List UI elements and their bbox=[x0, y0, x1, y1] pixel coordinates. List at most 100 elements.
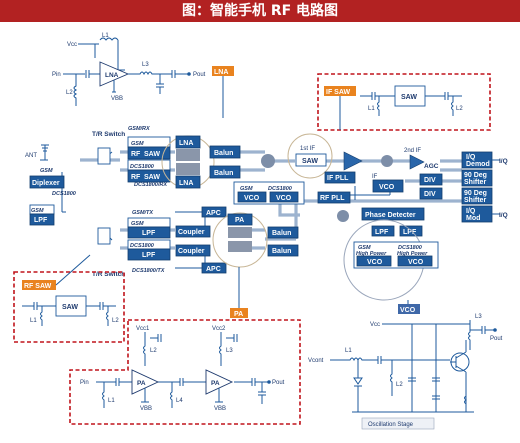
lna-vcc-label: Vcc bbox=[67, 42, 77, 48]
balun-rx-1 bbox=[209, 145, 241, 159]
iq-mod-label-1: I/Q bbox=[466, 208, 476, 215]
first-if-label: 1st IF bbox=[300, 146, 315, 152]
vco-tag-label: VCO bbox=[400, 307, 416, 314]
balun-tx-2 bbox=[267, 244, 299, 257]
diagram-title: 图：智能手机 RF 电路图 bbox=[181, 3, 339, 19]
tr-switch-wires bbox=[101, 151, 113, 241]
pa-shunt-coils bbox=[102, 382, 173, 408]
vco-dcs-small: DCS1800 bbox=[268, 186, 292, 192]
rf-saw-l1: L1 bbox=[30, 318, 37, 324]
coupler-1-label: Coupler bbox=[178, 229, 205, 236]
vco-gsm-block bbox=[237, 191, 267, 203]
pa-pin-label: Pin bbox=[80, 380, 89, 386]
rf-saw-highlight bbox=[13, 271, 125, 343]
hp-vco-dcs: DCS1800 bbox=[398, 245, 422, 251]
rf-saw-component bbox=[55, 295, 87, 317]
pa-detail: Vcc1 Vcc2 L2 L3 Pin PA PA L1 L4 VBB VBB … bbox=[80, 326, 285, 412]
balun-tx-2-label: Balun bbox=[272, 248, 291, 255]
lna-vbb-wire bbox=[112, 80, 116, 93]
lpf-right-1 bbox=[371, 225, 395, 237]
tx-lpf-gsm-label: LPF bbox=[142, 230, 156, 237]
rf-saw-tag-label: RF SAW bbox=[24, 283, 52, 290]
pa-pout-label: Pout bbox=[272, 380, 285, 386]
tx-gsm-small: GSM bbox=[131, 221, 144, 227]
osc-pout-node bbox=[493, 328, 497, 332]
agc-amplifier bbox=[409, 154, 425, 170]
pa-supply-caps bbox=[150, 334, 238, 342]
rx-chain-bus bbox=[235, 150, 462, 172]
hp-vco-gsm-block bbox=[356, 255, 392, 267]
div-bus bbox=[405, 168, 462, 183]
tr-switch-bottom[interactable] bbox=[97, 227, 111, 245]
osc-pout-label: Pout bbox=[490, 336, 503, 342]
pa-out-shunt bbox=[258, 382, 266, 404]
vco-if-label: IF bbox=[372, 174, 378, 180]
diplexer-block bbox=[29, 175, 65, 189]
lpf-right-1-label: LPF bbox=[375, 229, 389, 236]
rx-saw-gsm bbox=[127, 146, 171, 160]
antenna-wire bbox=[40, 144, 49, 161]
vco-tag bbox=[398, 304, 420, 314]
if-saw-l2: L2 bbox=[456, 106, 463, 112]
if-pll-label: IF PLL bbox=[327, 175, 349, 182]
osc-transistor-leads bbox=[450, 340, 467, 412]
pa-chip-1 bbox=[228, 227, 252, 238]
dcs1800-label: DCS1800 bbox=[52, 191, 76, 197]
osc-out-cap bbox=[470, 326, 494, 334]
if-saw-coils bbox=[377, 96, 454, 116]
vco-dcs-block bbox=[269, 191, 299, 203]
div-block-2-label: DIV bbox=[424, 191, 436, 198]
lna-vbb-label: VBB bbox=[111, 96, 123, 102]
shifter-1 bbox=[461, 169, 493, 187]
rx-saw-gsm-label: SAW bbox=[144, 151, 160, 158]
if-saw-component bbox=[394, 85, 426, 107]
rf-saw-wire bbox=[22, 302, 116, 310]
lna-l1-label: L1 bbox=[102, 33, 109, 39]
osc-vcc-label: Vcc bbox=[370, 322, 380, 328]
if-saw-tag-label: IF SAW bbox=[326, 89, 351, 96]
tr-switch-top[interactable] bbox=[97, 147, 111, 165]
osc-l3-label: L3 bbox=[475, 314, 482, 320]
title-bar: 图：智能手机 RF 电路图 bbox=[0, 0, 520, 22]
lna-output-wire bbox=[128, 70, 188, 78]
coupler-2-label: Coupler bbox=[178, 248, 205, 255]
vco-dcs-label: VCO bbox=[276, 195, 292, 202]
vco-gsm-small: GSM bbox=[240, 186, 253, 192]
hp-vco-dcs-label: VCO bbox=[408, 259, 424, 266]
lna-tag bbox=[212, 66, 234, 76]
lna-shunt-cap bbox=[156, 74, 164, 94]
iq-demod-label-2: Demod bbox=[466, 161, 490, 168]
lna-detail: Vcc L1 Pin L2 LNA VBB L3 Pout bbox=[52, 33, 206, 106]
rf-saw-component-label: SAW bbox=[62, 304, 78, 311]
lna-chip-2 bbox=[176, 163, 200, 175]
rf-saw-tag bbox=[22, 280, 56, 290]
pa-signal-wire bbox=[96, 378, 268, 386]
iq-mod-label-2: Mod bbox=[466, 215, 480, 222]
shifter-2-label-2: Shifter bbox=[464, 197, 486, 204]
pa-l4-label: L4 bbox=[176, 398, 183, 404]
pa-highlight bbox=[69, 319, 301, 425]
tr-switch-top-label: T/R Switch bbox=[92, 131, 125, 138]
balun-tx-1 bbox=[267, 226, 299, 239]
osc-stage-label: Oscillation Stage bbox=[368, 422, 414, 428]
balun-rx-1-label: Balun bbox=[214, 150, 233, 157]
osc-l2-coil bbox=[390, 360, 393, 396]
if-saw-component-label: SAW bbox=[401, 94, 417, 101]
if-vco-block bbox=[372, 179, 404, 193]
apc-block-1 bbox=[201, 206, 227, 218]
hp-vco-gsm-label: VCO bbox=[367, 259, 383, 266]
pa-vcc2-label: Vcc2 bbox=[212, 326, 226, 332]
lna-l3-label: L3 bbox=[142, 62, 149, 68]
tx-dcs-small: DCS1800 bbox=[130, 243, 154, 249]
if-saw-tag bbox=[324, 86, 356, 96]
div-block-2 bbox=[419, 187, 443, 200]
gsm-rx-label: GSM/RX bbox=[128, 126, 150, 132]
iq-out-1: I/Q bbox=[499, 158, 508, 165]
osc-vcc-wire bbox=[382, 320, 471, 350]
apc-2-label: APC bbox=[206, 266, 221, 273]
shifter-1-label-2: Shifter bbox=[464, 179, 486, 186]
div-block-1 bbox=[419, 173, 443, 186]
rf-saw-tag-pointer bbox=[55, 254, 91, 286]
if-saw-highlight bbox=[317, 73, 491, 131]
hp-vco-gsm-2: High Power bbox=[356, 251, 387, 257]
